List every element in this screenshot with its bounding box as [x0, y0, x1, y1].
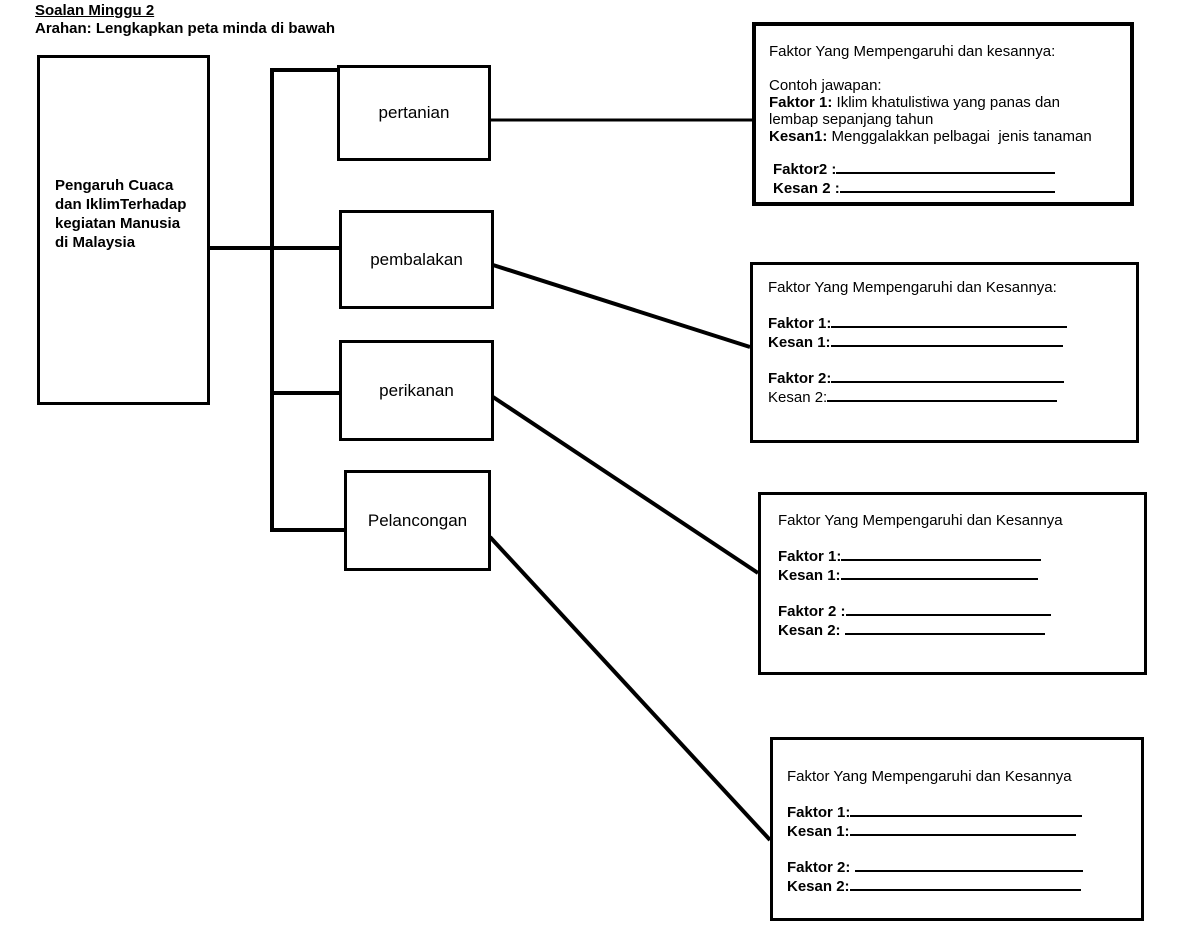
kesan1-label: Kesan 1: — [778, 567, 841, 584]
faktor2-line: Faktor 2: — [768, 368, 1126, 387]
faktor1-line: Faktor 1: — [768, 313, 1126, 332]
faktor1-blank-line[interactable] — [831, 313, 1068, 328]
kesan1-line: Kesan1: Menggalakkan pelbagai jenis tana… — [769, 128, 1120, 145]
root-topic-box: Pengaruh Cuaca dan IklimTerhadap kegiata… — [37, 55, 210, 405]
faktor1-label: Faktor 1: — [769, 94, 833, 111]
faktor2-label: Faktor 2: — [768, 370, 832, 387]
branch-label-perikanan: perikanan — [379, 380, 454, 400]
faktor2-blank-line[interactable] — [836, 159, 1056, 174]
faktor2-label: Faktor2 : — [773, 161, 837, 178]
faktor2-line: Faktor 2: — [787, 857, 1131, 876]
kesan2-line: Kesan 2 : — [769, 178, 1120, 197]
answer-box-pembalakan: Faktor Yang Mempengaruhi dan Kesannya: F… — [750, 262, 1139, 443]
kesan2-blank-line[interactable] — [839, 178, 1055, 193]
faktor1-blank-line[interactable] — [850, 802, 1083, 817]
answer-box-perikanan: Faktor Yang Mempengaruhi dan Kesannya Fa… — [758, 492, 1147, 675]
kesan1-label: Kesan1: — [769, 128, 828, 145]
branch-label-pelancongan: Pelancongan — [367, 510, 468, 530]
faktor2-blank-line[interactable] — [845, 601, 1051, 616]
kesan2-blank-line[interactable] — [844, 620, 1045, 635]
kesan2-line: Kesan 2: — [768, 387, 1126, 406]
faktor1-label: Faktor 1: — [768, 315, 832, 332]
kesan1-blank-line[interactable] — [830, 332, 1063, 347]
kesan2-label: Kesan 2: — [768, 389, 828, 406]
kesan2-label: Kesan 2: — [787, 878, 850, 895]
kesan1-line: Kesan 1: — [778, 565, 1134, 584]
kesan2-blank-line[interactable] — [849, 876, 1081, 891]
kesan2-line: Kesan 2: — [778, 620, 1134, 639]
example-heading: Contoh jawapan: — [769, 77, 882, 94]
kesan1-text: Menggalakkan pelbagai jenis tanaman — [827, 128, 1092, 145]
faktor1-label: Faktor 1: — [778, 548, 842, 565]
branch-box-pelancongan: Pelancongan — [344, 470, 491, 571]
kesan2-label: Kesan 2 : — [773, 180, 840, 197]
kesan2-label: Kesan 2: — [778, 622, 845, 639]
faktor2-line: Faktor 2 : — [778, 601, 1134, 620]
faktor1-blank-line[interactable] — [841, 546, 1042, 561]
faktor2-blank-line[interactable] — [854, 857, 1083, 872]
page-title: Soalan Minggu 2 — [35, 2, 155, 19]
kesan2-blank-line[interactable] — [827, 387, 1058, 402]
kesan1-label: Kesan 1: — [768, 334, 831, 351]
page-header: Soalan Minggu 2 Arahan: Lengkapkan peta … — [35, 2, 335, 38]
kesan1-label: Kesan 1: — [787, 823, 850, 840]
branch-label-pembalakan: pembalakan — [370, 249, 463, 269]
faktor2-label: Faktor 2: — [787, 859, 855, 876]
kesan1-blank-line[interactable] — [849, 821, 1076, 836]
faktor1-text: Iklim khatulistiwa yang panas dan — [832, 94, 1060, 111]
branch-label-pertanian: pertanian — [378, 103, 450, 122]
kesan2-line: Kesan 2: — [787, 876, 1131, 895]
faktor2-line: Faktor2 : — [769, 159, 1120, 178]
faktor1-text-cont: lembap sepanjang tahun — [769, 111, 934, 128]
faktor1-line: Faktor 1: — [787, 802, 1131, 821]
kesan1-line: Kesan 1: — [787, 821, 1131, 840]
answer-box-pelancongan: Faktor Yang Mempengaruhi dan Kesannya Fa… — [770, 737, 1144, 921]
faktor1-line: Faktor 1: — [778, 546, 1134, 565]
answer-box-title: Faktor Yang Mempengaruhi dan kesannya: — [769, 43, 1056, 60]
branch-box-perikanan: perikanan — [339, 340, 494, 441]
answer-box-title: Faktor Yang Mempengaruhi dan Kesannya — [778, 512, 1063, 529]
faktor1-line: Faktor 1: Iklim khatulistiwa yang panas … — [769, 94, 1120, 111]
faktor1-label: Faktor 1: — [787, 804, 851, 821]
root-topic-label: Pengaruh Cuaca dan IklimTerhadap kegiata… — [55, 177, 187, 251]
page-instruction: Arahan: Lengkapkan peta minda di bawah — [35, 20, 336, 37]
faktor2-label: Faktor 2 : — [778, 603, 846, 620]
branch-box-pembalakan: pembalakan — [339, 210, 494, 309]
kesan1-blank-line[interactable] — [840, 565, 1038, 580]
answer-box-title: Faktor Yang Mempengaruhi dan Kesannya: — [768, 279, 1057, 296]
branch-box-pertanian: pertanian — [337, 65, 491, 161]
kesan1-line: Kesan 1: — [768, 332, 1126, 351]
answer-box-pertanian: Faktor Yang Mempengaruhi dan kesannya: C… — [752, 22, 1134, 206]
answer-box-title: Faktor Yang Mempengaruhi dan Kesannya — [787, 768, 1072, 785]
faktor2-blank-line[interactable] — [831, 368, 1065, 383]
